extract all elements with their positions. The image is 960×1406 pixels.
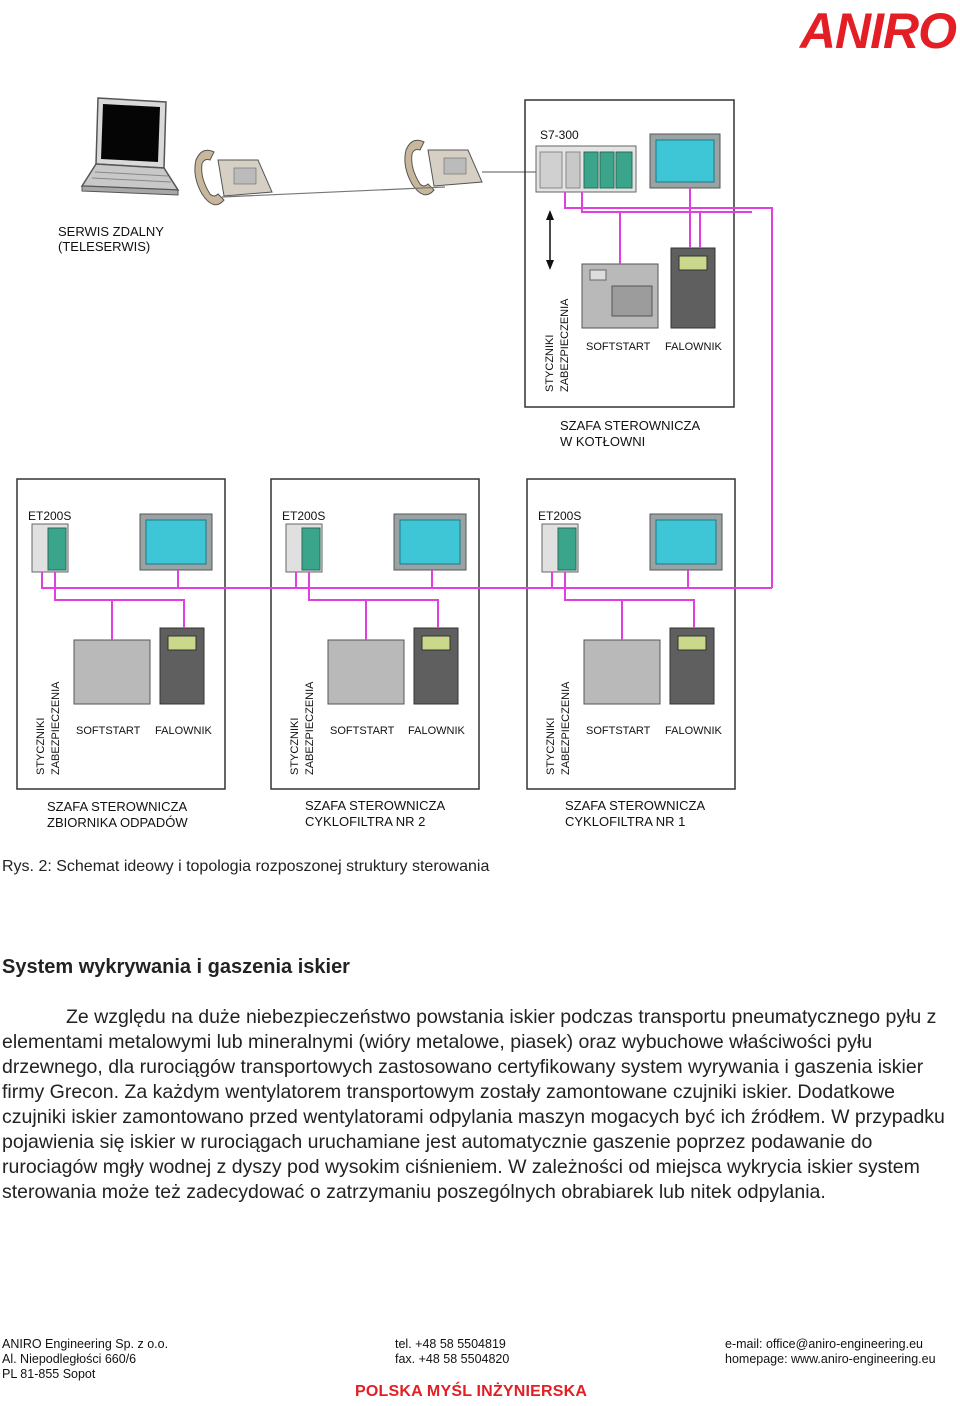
section-title: System wykrywania i gaszenia iskier [2,956,350,978]
io-label: ET200S [538,509,581,523]
email-link[interactable]: e-mail: office@aniro-engineering.eu [725,1337,923,1351]
field-cabinet-1 [16,478,226,790]
cabinet-caption: ZBIORNIKA ODPADÓW [47,815,188,830]
cabinet-caption: CYKLOFILTRA NR 2 [305,814,425,829]
telephone-icon [194,149,273,206]
plc-label: S7-300 [540,128,579,142]
footer-phones: tel. +48 58 5504819 fax. +48 58 5504820 [395,1337,509,1367]
vertical-label: STYCZNIKI [289,718,301,775]
vertical-label: ZABEZPIECZENIA [50,681,62,775]
fax-number: fax. +48 58 5504820 [395,1352,510,1366]
city-address: PL 81-855 Sopot [2,1367,96,1381]
inverter-label: FALOWNIK [155,725,213,737]
figure-caption: Rys. 2: Schemat ideowy i topologia rozpo… [2,858,490,875]
vertical-label: STYCZNIKI [544,335,556,392]
cabinet-caption: SZAFA STEROWNICZA [565,798,705,813]
cabinet-caption: SZAFA STEROWNICZA [560,418,700,433]
telephone-icon [404,139,483,196]
cabinet-caption: W KOTŁOWNI [560,434,645,449]
company-name: ANIRO Engineering Sp. z o.o. [2,1337,169,1351]
softstart-label: SOFTSTART [586,341,651,353]
softstart-device-icon [581,263,659,329]
inverter-label: FALOWNIK [408,725,466,737]
footer-slogan: POLSKA MYŚL INŻYNIERSKA [355,1383,588,1400]
vertical-label: ZABEZPIECZENIA [559,298,571,392]
vertical-label: STYCZNIKI [35,718,47,775]
inverter-device-icon [670,247,716,329]
hmi-panel-icon [649,133,721,189]
profibus-network [41,188,773,640]
cabinet-caption: SZAFA STEROWNICZA [47,799,187,814]
softstart-label: SOFTSTART [586,725,651,737]
phone-number: tel. +48 58 5504819 [395,1337,506,1351]
cabinet-caption: SZAFA STEROWNICZA [305,798,445,813]
io-label: ET200S [282,509,325,523]
field-cabinet-3 [526,478,736,790]
inverter-label: FALOWNIK [665,725,723,737]
svg-text:SERWIS ZDALNY(TELESERWIS): SERWIS ZDALNY(TELESERWIS) [58,224,164,254]
homepage-link[interactable]: homepage: www.aniro-engineering.eu [725,1352,936,1366]
cabinet-caption: CYKLOFILTRA NR 1 [565,814,685,829]
street-address: Al. Niepodległości 660/6 [2,1352,137,1366]
inverter-label: FALOWNIK [665,341,723,353]
io-label: ET200S [28,509,71,523]
footer-contact: e-mail: office@aniro-engineering.eu home… [725,1337,936,1367]
arrow-icon [546,210,554,270]
remote-service-label: (TELESERWIS) [58,239,150,254]
plc-module-icon [535,145,637,193]
main-cabinet [524,99,735,408]
vertical-label: ZABEZPIECZENIA [560,681,572,775]
paragraph-text: Ze względu na duże niebezpieczeństwo pow… [2,1006,945,1203]
softstart-label: SOFTSTART [76,725,141,737]
laptop-icon [80,97,180,196]
body-paragraph: Ze względu na duże niebezpieczeństwo pow… [2,1005,952,1205]
control-topology-diagram: SERWIS ZDALNY(TELESERWIS) S7-300 STYCZNI… [16,97,773,830]
remote-service-label: SERWIS ZDALNY [58,224,164,239]
company-logo: ANIRO [799,3,957,59]
field-cabinet-2 [270,478,480,790]
vertical-label: STYCZNIKI [545,718,557,775]
softstart-label: SOFTSTART [330,725,395,737]
phone-line [221,186,446,198]
footer-address: ANIRO Engineering Sp. z o.o. Al. Niepodl… [2,1337,168,1382]
vertical-label: ZABEZPIECZENIA [304,681,316,775]
